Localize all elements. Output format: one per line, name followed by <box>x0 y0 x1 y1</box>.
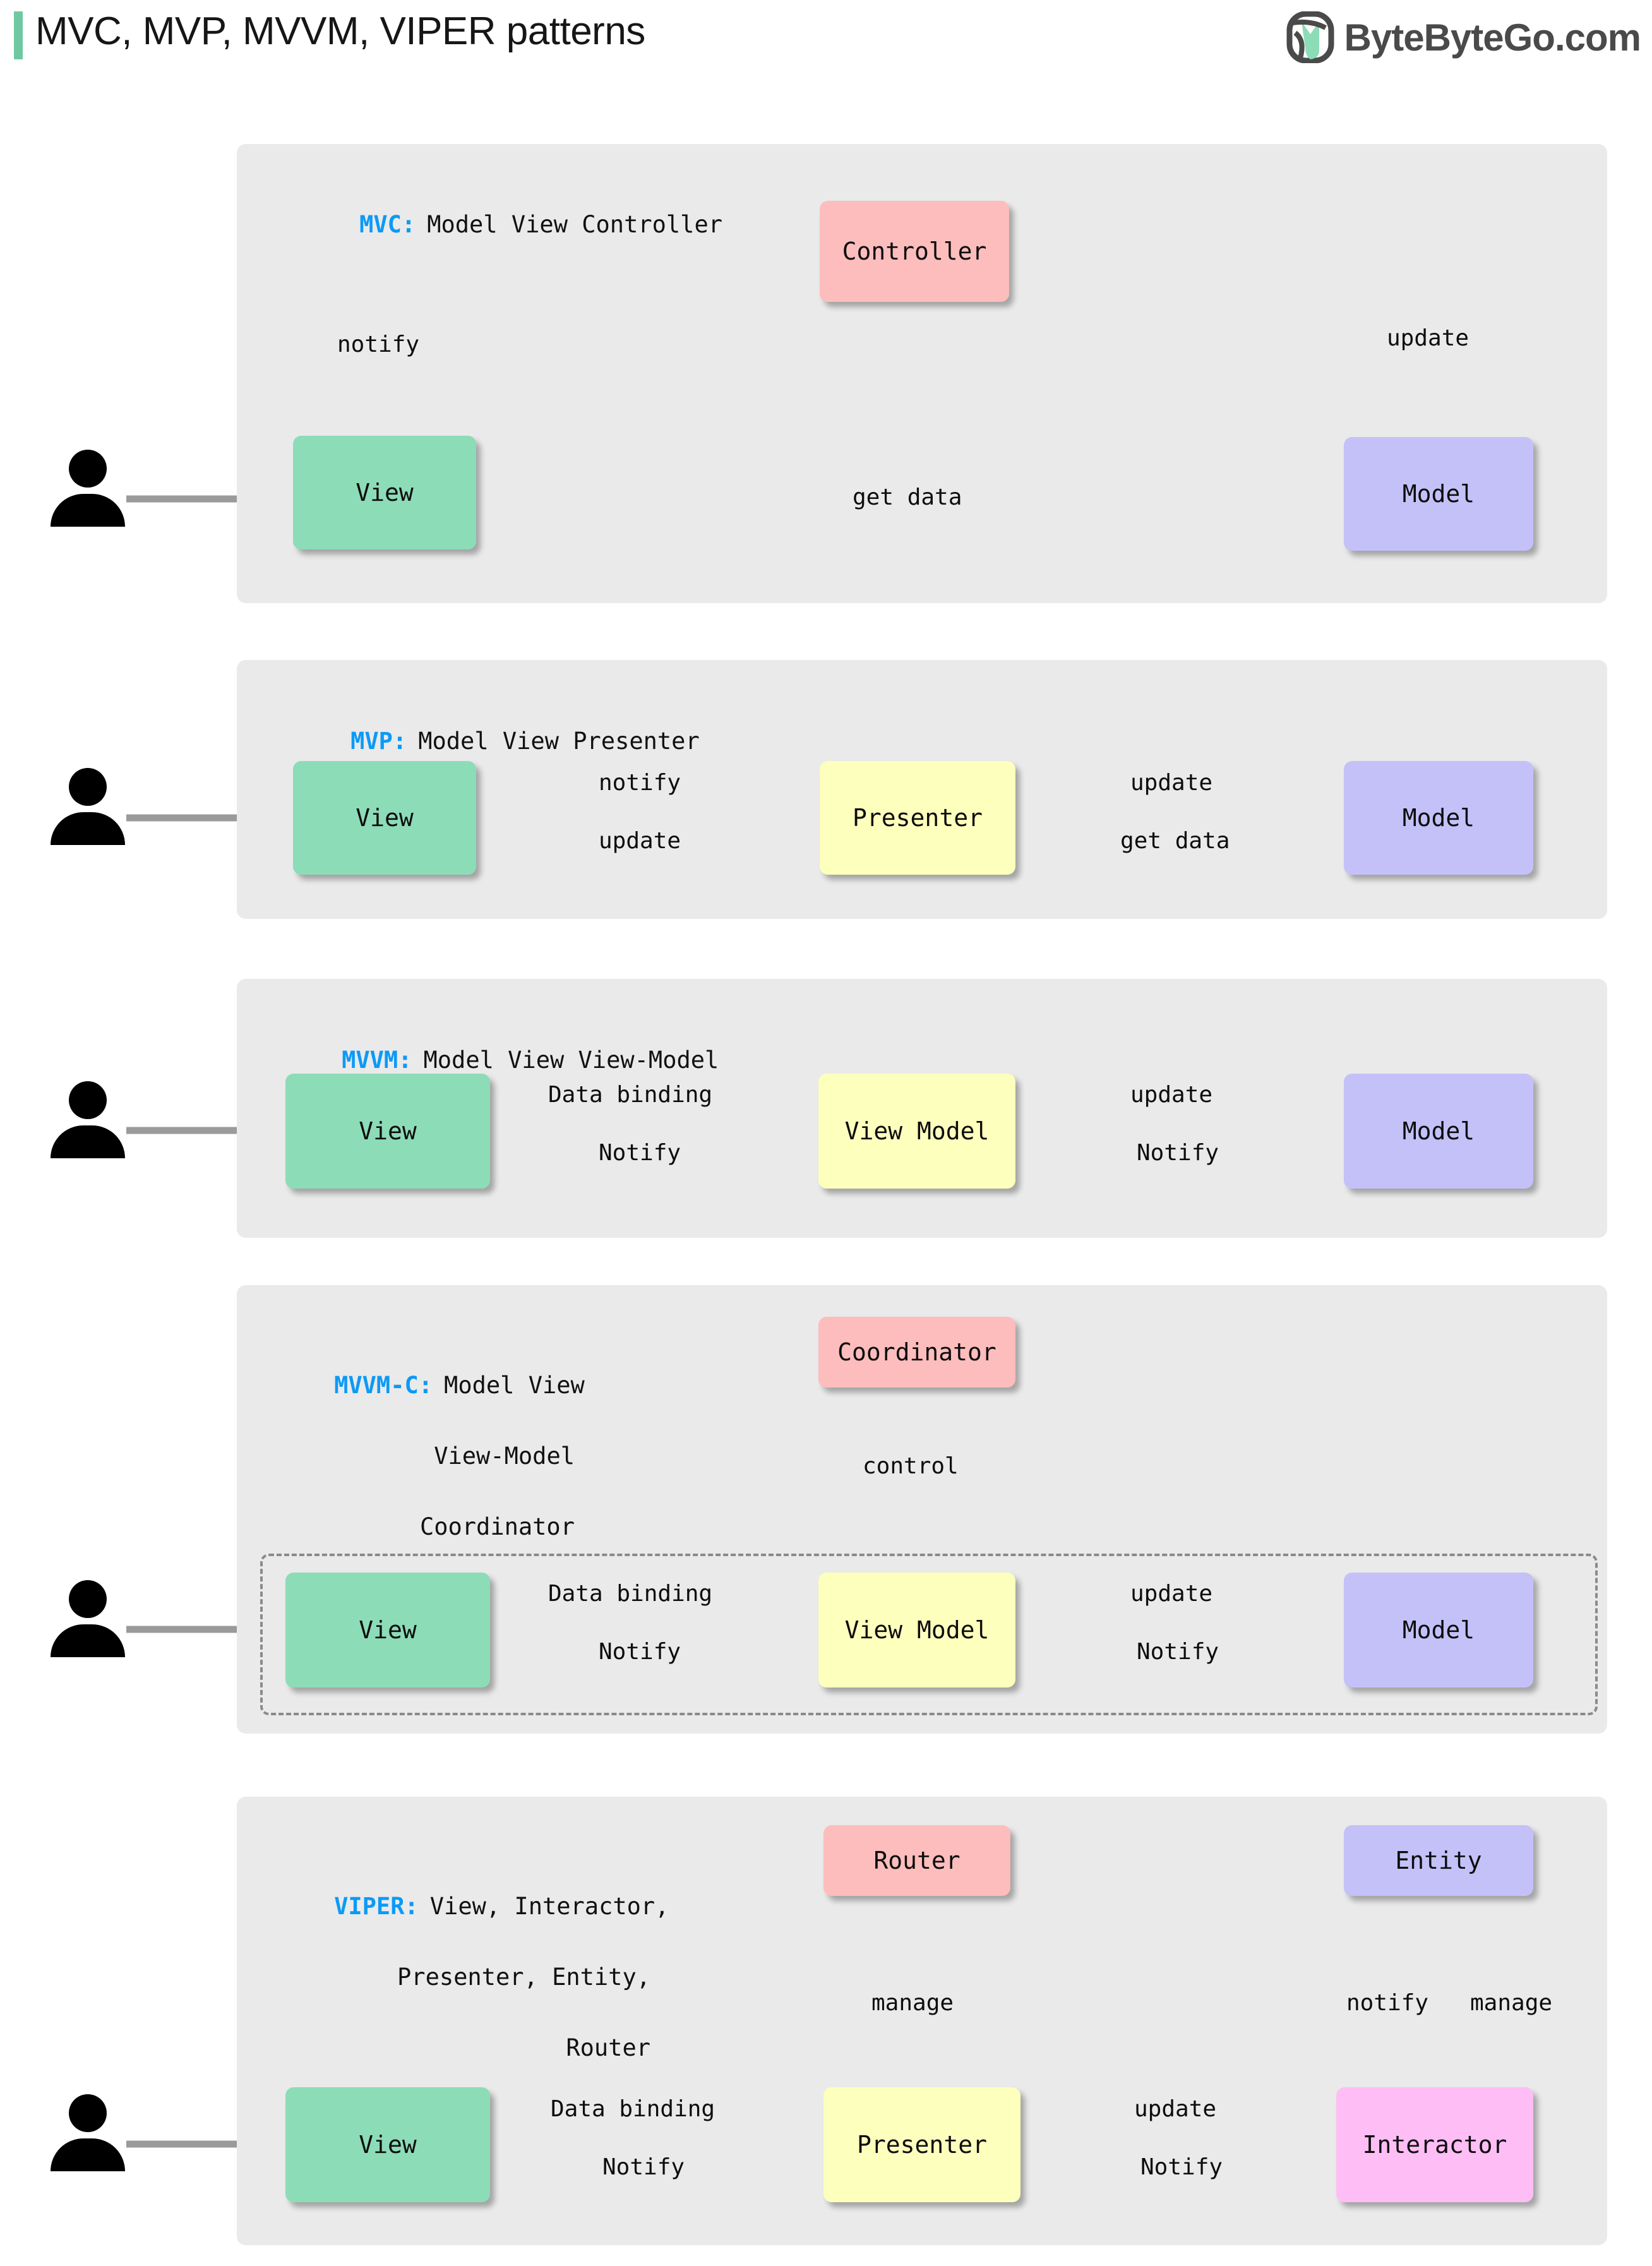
node-mvvmc-view[interactable]: View <box>285 1573 490 1688</box>
edge-label-mvvmc-update: update <box>1124 1580 1219 1608</box>
node-mvp-view[interactable]: View <box>293 761 476 875</box>
edge-label-viper-manage-entity: manage <box>1470 1990 1553 2016</box>
section-mvc-key: MVC: <box>359 211 416 238</box>
node-viper-interactor[interactable]: Interactor <box>1336 2087 1533 2202</box>
section-mvvmc-line-3: Coordinator <box>419 1513 575 1540</box>
section-viper-line-3: Router <box>566 2034 650 2061</box>
accent-bar <box>14 11 23 59</box>
user-head-icon <box>69 768 107 806</box>
section-viper-line-1: View, Interactor, <box>429 1893 669 1920</box>
user-head-icon <box>69 2094 107 2132</box>
user-body-icon <box>51 1125 125 1158</box>
edge-label-viper-notify-entity: notify <box>1346 1990 1429 2016</box>
section-mvc-title: MVC: Model View Controller <box>303 172 722 278</box>
actor-user <box>51 450 125 527</box>
node-viper-entity[interactable]: Entity <box>1344 1825 1533 1896</box>
node-mvvm-viewmodel[interactable]: View Model <box>818 1074 1015 1189</box>
edge-label-mvvm-databinding: Data binding <box>542 1081 719 1109</box>
edge-label-mvp-update-view: update <box>592 827 688 855</box>
section-mvvmc-title: MVVM-C: Model View View-Model Coordinator <box>278 1333 585 1580</box>
edge-label-mvvm-notify-view: Notify <box>592 1139 688 1167</box>
brand: ByteByteGo.com <box>1286 11 1641 63</box>
user-head-icon <box>69 450 107 488</box>
node-mvvmc-model[interactable]: Model <box>1344 1573 1533 1688</box>
user-body-icon <box>51 1624 125 1657</box>
actor-user <box>51 768 125 845</box>
section-mvvmc-line-1: Model View <box>444 1372 585 1399</box>
edge-label-viper-databinding: Data binding <box>544 2095 722 2123</box>
node-mvp-model[interactable]: Model <box>1344 761 1533 875</box>
node-mvvm-view[interactable]: View <box>285 1074 490 1189</box>
node-mvvmc-viewmodel[interactable]: View Model <box>818 1573 1015 1688</box>
section-mvc-subtitle: Model View Controller <box>427 211 723 238</box>
node-viper-view[interactable]: View <box>285 2087 490 2202</box>
brand-name: ByteByteGo.com <box>1344 16 1641 59</box>
edge-label-viper-manage-router: manage <box>865 1989 961 2017</box>
node-mvc-model[interactable]: Model <box>1344 437 1533 551</box>
edge-label-mvvmc-control: control <box>856 1453 965 1480</box>
node-mvvmc-coordinator[interactable]: Coordinator <box>818 1317 1015 1388</box>
user-body-icon <box>51 494 125 527</box>
section-mvvmc-key: MVVM-C: <box>334 1372 433 1399</box>
edge-label-mvvmc-databinding: Data binding <box>542 1580 719 1608</box>
actor-user <box>51 1081 125 1158</box>
section-viper-key: VIPER: <box>334 1893 419 1920</box>
node-mvp-presenter[interactable]: Presenter <box>820 761 1015 875</box>
edge-label-viper-update: update <box>1128 2095 1223 2123</box>
edge-label-mvvm-update: update <box>1124 1081 1219 1109</box>
edge-label-viper-notify-view: Notify <box>596 2154 691 2181</box>
edge-label-mvp-getdata: get data <box>1114 827 1236 855</box>
section-mvp-title: MVP: Model View Presenter <box>294 688 700 794</box>
section-mvvm-title: MVVM: Model View View-Model <box>285 1007 719 1113</box>
section-mvvm-subtitle: Model View View-Model <box>423 1046 719 1074</box>
edge-label-viper-notify-presenter: Notify <box>1134 2154 1230 2181</box>
edge-label-mvp-notify: notify <box>592 769 688 797</box>
section-mvp-key: MVP: <box>350 728 407 755</box>
node-mvc-view[interactable]: View <box>293 436 476 549</box>
page-header: MVC, MVP, MVVM, VIPER patterns ByteByteG… <box>0 0 1652 83</box>
user-body-icon <box>51 812 125 845</box>
section-mvp-subtitle: Model View Presenter <box>418 728 700 755</box>
section-viper-title: VIPER: View, Interactor, Presenter, Entit… <box>278 1854 669 2101</box>
node-mvc-controller[interactable]: Controller <box>820 201 1009 302</box>
edge-label-mvvm-notify-vm: Notify <box>1130 1139 1226 1167</box>
section-mvvmc-line-2: View-Model <box>434 1442 575 1470</box>
edge-label-mvc-getdata: get data <box>846 484 969 512</box>
user-body-icon <box>51 2138 125 2171</box>
user-head-icon <box>69 1081 107 1119</box>
edge-label-mvc-notify: notify <box>331 331 426 359</box>
edge-label-mvp-update-model: update <box>1124 769 1219 797</box>
node-viper-router[interactable]: Router <box>823 1825 1010 1896</box>
section-mvvm-key: MVVM: <box>342 1046 412 1074</box>
bytebytego-leaf-logo-icon <box>1286 11 1334 63</box>
section-viper-line-2: Presenter, Entity, <box>397 1963 650 1991</box>
mvvmc-module-group <box>260 1554 1598 1715</box>
node-mvvm-model[interactable]: Model <box>1344 1074 1533 1189</box>
actor-user <box>51 1580 125 1657</box>
node-viper-presenter[interactable]: Presenter <box>823 2087 1021 2202</box>
edge-label-mvvmc-notify-vm: Notify <box>1130 1638 1226 1666</box>
page-title: MVC, MVP, MVVM, VIPER patterns <box>35 9 645 53</box>
edge-label-mvc-update: update <box>1380 325 1476 352</box>
edge-label-mvvmc-notify-view: Notify <box>592 1638 688 1666</box>
user-head-icon <box>69 1580 107 1618</box>
actor-user <box>51 2094 125 2171</box>
